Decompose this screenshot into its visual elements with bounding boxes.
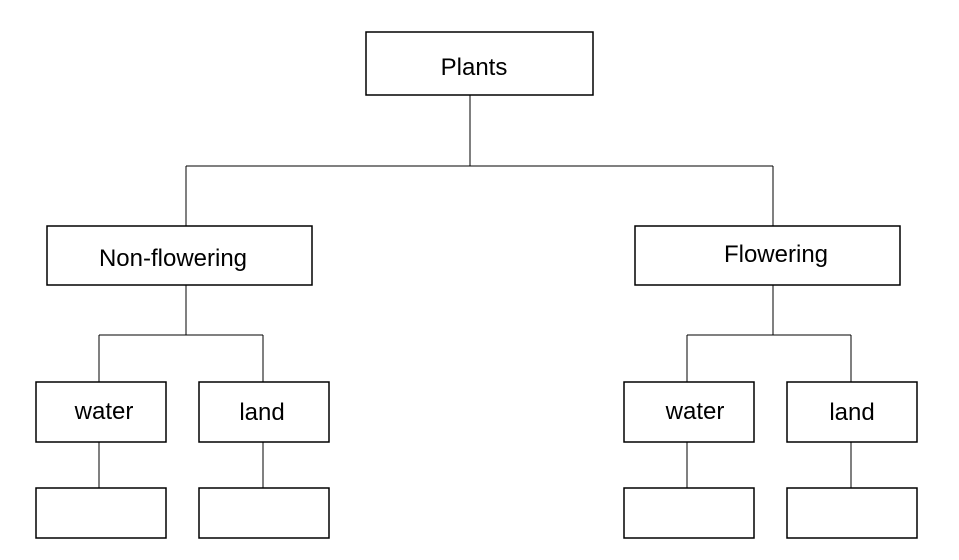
node-plants: Plants: [365, 31, 594, 96]
node-f-land-empty-box: [786, 487, 918, 539]
node-f-water-empty-box: [623, 487, 755, 539]
node-plants-box: [365, 31, 594, 96]
node-f-water-label: water: [665, 398, 725, 425]
node-f-land-label: land: [829, 399, 874, 426]
node-f-water: water: [623, 381, 755, 443]
node-nf-water-label: water: [74, 398, 134, 425]
node-nf-land-box: [198, 381, 330, 443]
node-nf-water-box: [35, 381, 167, 443]
node-nf-land-label: land: [239, 399, 284, 426]
node-plants-label: Plants: [441, 54, 508, 81]
node-nf-water-empty-box: [35, 487, 167, 539]
node-f-water-box: [623, 381, 755, 443]
node-non-flowering: Non-flowering: [46, 225, 313, 286]
node-flowering: Flowering: [634, 225, 901, 286]
node-f-land-box: [786, 381, 918, 443]
node-f-land: land: [786, 381, 918, 443]
node-flowering-label: Flowering: [724, 241, 828, 268]
node-flowering-box: [634, 225, 901, 286]
connectors: [98, 95, 852, 488]
node-non-flowering-box: [46, 225, 313, 286]
node-nf-water: water: [35, 381, 167, 443]
node-nf-land-empty-box: [198, 487, 330, 539]
node-nf-land: land: [198, 381, 330, 443]
node-non-flowering-label: Non-flowering: [99, 245, 247, 272]
